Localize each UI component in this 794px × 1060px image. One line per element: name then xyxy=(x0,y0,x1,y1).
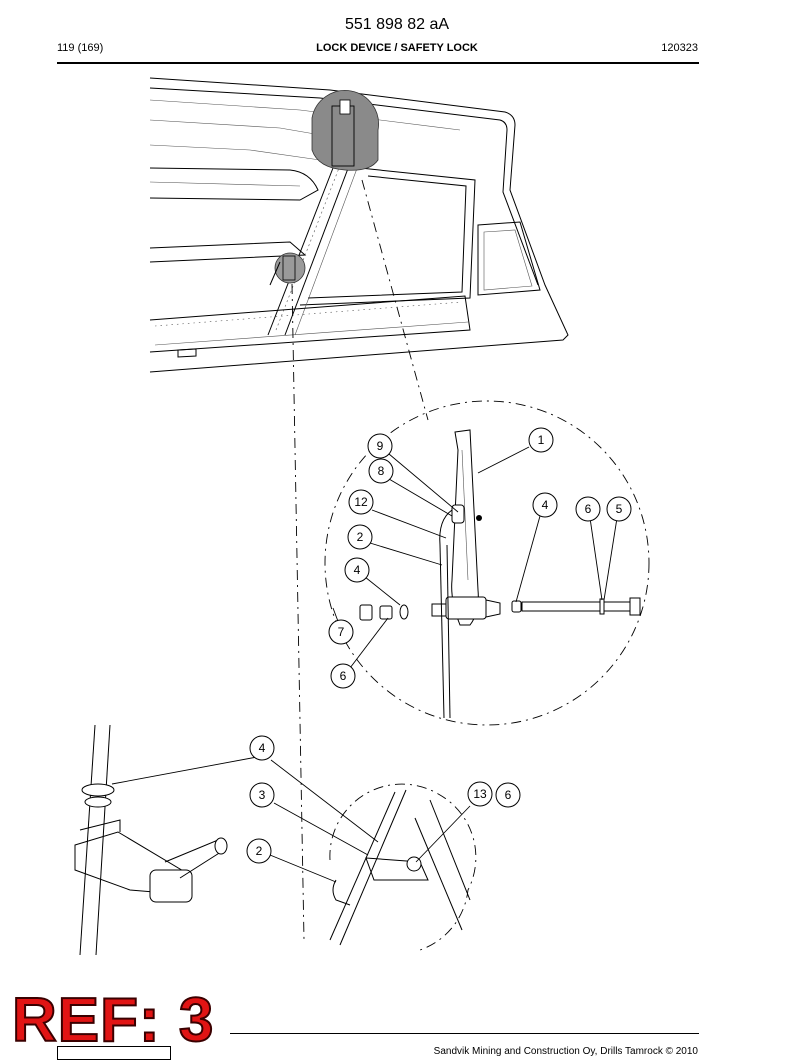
svg-text:5: 5 xyxy=(616,502,623,516)
callout-6-right: 6 xyxy=(575,496,601,522)
callout-4-detail-b: 4 xyxy=(249,735,275,761)
callout-9: 9 xyxy=(367,433,393,459)
callout-2-detail-a: 2 xyxy=(347,524,373,550)
callout-12: 12 xyxy=(348,489,374,515)
document-code: 120323 xyxy=(661,42,698,54)
svg-text:6: 6 xyxy=(340,669,347,683)
callout-4-left: 4 xyxy=(344,557,370,583)
callout-4-right: 4 xyxy=(532,492,558,518)
svg-text:4: 4 xyxy=(354,563,361,577)
svg-text:7: 7 xyxy=(338,625,345,639)
svg-text:2: 2 xyxy=(357,530,364,544)
detail-b xyxy=(329,783,477,951)
svg-text:13: 13 xyxy=(473,787,487,801)
callouts: 1 9 8 12 4 6 5 2 4 7 6 4 3 13 6 2 xyxy=(246,427,632,864)
enlarged-bracket xyxy=(74,724,228,956)
page-number: 119 (169) xyxy=(57,42,104,54)
boom-overview xyxy=(149,77,569,373)
document-number: 551 898 82 aA xyxy=(344,16,450,33)
callout-5: 5 xyxy=(606,496,632,522)
svg-text:4: 4 xyxy=(542,498,549,512)
page-title: LOCK DEVICE / SAFETY LOCK xyxy=(316,42,478,54)
callout-2-detail-b: 2 xyxy=(246,838,272,864)
svg-text:9: 9 xyxy=(377,439,384,453)
svg-text:2: 2 xyxy=(256,844,263,858)
callout-1: 1 xyxy=(528,427,554,453)
header-divider xyxy=(57,62,699,64)
svg-text:3: 3 xyxy=(259,788,266,802)
callout-7: 7 xyxy=(328,619,354,645)
detail-a xyxy=(324,400,650,726)
footer-divider xyxy=(230,1033,699,1034)
callout-8: 8 xyxy=(368,458,394,484)
svg-text:6: 6 xyxy=(505,788,512,802)
projection-line-left xyxy=(291,283,305,941)
footer-copyright: Sandvik Mining and Construction Oy, Dril… xyxy=(433,1046,698,1057)
callout-6-detail-b: 6 xyxy=(495,782,521,808)
ref-stamp: REF: 3 xyxy=(11,986,215,1055)
callout-3: 3 xyxy=(249,782,275,808)
callout-6-left: 6 xyxy=(330,663,356,689)
svg-text:1: 1 xyxy=(538,433,545,447)
svg-text:6: 6 xyxy=(585,502,592,516)
svg-text:12: 12 xyxy=(354,495,368,509)
callout-13: 13 xyxy=(467,781,493,807)
svg-text:8: 8 xyxy=(378,464,385,478)
svg-text:4: 4 xyxy=(259,741,266,755)
projection-line-right xyxy=(361,179,429,421)
